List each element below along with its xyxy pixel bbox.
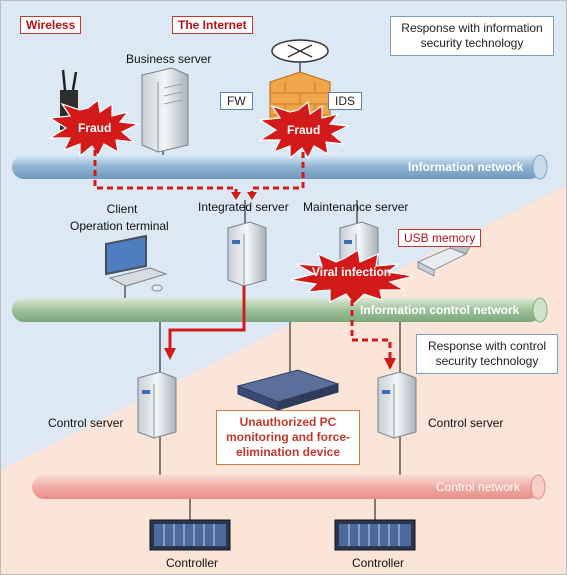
internet-globe-icon: [271, 39, 329, 63]
maintenance-server-label: Maintenance server: [303, 200, 409, 214]
information-network-label: Information network: [408, 160, 524, 174]
ids-label: IDS: [328, 92, 363, 110]
controller-left-label: Controller: [166, 556, 219, 570]
usb-memory-label: USB memory: [398, 229, 482, 247]
info-security-callout: Response with information security techn…: [390, 16, 554, 56]
client-label: Client: [106, 202, 138, 216]
information-network-pipe: [12, 154, 548, 180]
information-control-network-pipe: [12, 297, 548, 323]
client-pc-icon: [105, 234, 168, 292]
integrated-server-icon: [227, 221, 267, 287]
controller-left-icon: [149, 519, 231, 551]
control-network-pipe: [32, 474, 546, 500]
business-server-label: Business server: [126, 52, 212, 66]
business-server-icon: [141, 67, 189, 153]
integrated-server-label: Integrated server: [198, 200, 289, 214]
control-server-left-icon: [137, 371, 177, 439]
fraud-right-label: Fraud: [287, 123, 321, 137]
viral-infection-burst: [289, 249, 415, 305]
fw-label: FW: [220, 92, 253, 110]
controller-right-icon: [334, 519, 416, 551]
control-server-right-label: Control server: [428, 416, 504, 430]
control-network-label: Control network: [436, 480, 521, 494]
information-control-network-label: Information control network: [360, 303, 520, 317]
controller-right-label: Controller: [352, 556, 405, 570]
internet-label: The Internet: [172, 16, 253, 34]
control-security-callout: Response with control security technolog…: [416, 334, 558, 374]
monitoring-device-icon: [236, 369, 340, 411]
control-server-right-icon: [377, 371, 417, 439]
fraud-burst-right: [257, 100, 351, 160]
operation-terminal-label: Operation terminal: [70, 219, 169, 233]
fraud-burst-left: [47, 98, 141, 158]
wireless-label: Wireless: [20, 16, 82, 34]
pc-monitoring-device-label: Unauthorized PC monitoring and force-eli…: [216, 410, 360, 465]
control-server-left-label: Control server: [48, 416, 124, 430]
viral-infection-label: Viral infection: [312, 265, 392, 279]
fraud-left-label: Fraud: [78, 121, 112, 135]
